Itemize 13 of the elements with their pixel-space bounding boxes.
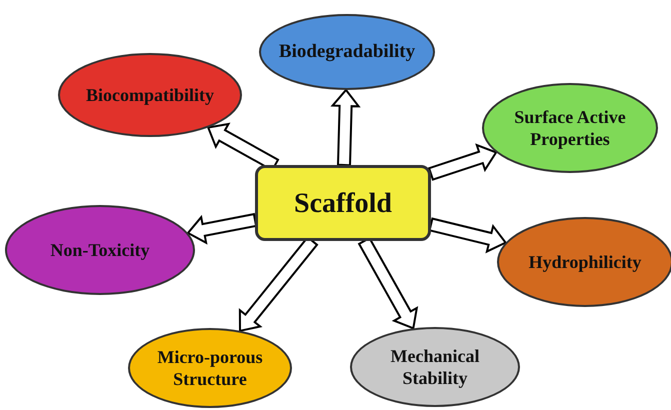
node-label: Mechanical Stability [390,344,480,390]
block-arrow [186,212,258,245]
block-arrow [428,217,508,254]
node-label: Non-Toxicity [49,238,151,262]
node-label: Hydrophilicity [528,250,642,274]
node-label: Biocompatibility [84,84,215,106]
node-label: Biodegradability [278,40,416,64]
node-label: Micro-porous Structure [156,346,264,390]
node-label: Surface Active Properties [513,106,627,150]
block-arrow [330,88,361,166]
block-arrow [428,143,498,181]
central-box [255,165,431,241]
node-label: Scaffold [293,186,393,220]
